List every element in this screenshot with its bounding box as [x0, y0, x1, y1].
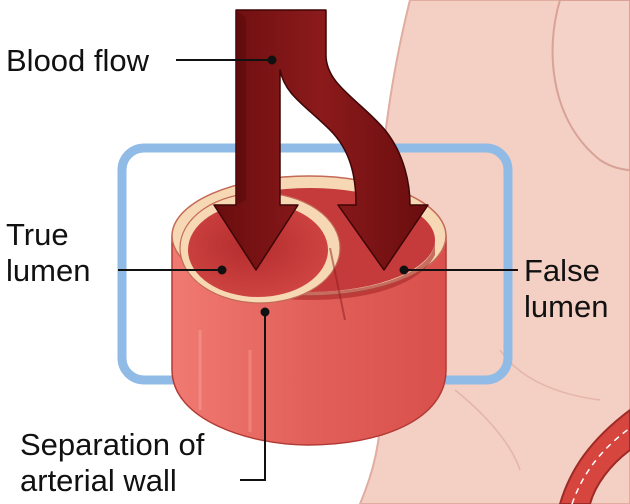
label-false-lumen-line1: False	[524, 253, 608, 289]
label-separation-line1: Separation of	[20, 427, 204, 463]
label-true-lumen-line1: True	[6, 217, 90, 253]
label-false-lumen: False lumen	[524, 253, 608, 325]
label-true-lumen: True lumen	[6, 217, 90, 289]
label-true-lumen-line2: lumen	[6, 253, 90, 289]
label-separation-arterial-wall: Separation of arterial wall	[20, 427, 204, 499]
label-blood-flow-text: Blood flow	[6, 43, 149, 79]
label-false-lumen-line2: lumen	[524, 289, 608, 325]
label-blood-flow: Blood flow	[6, 43, 149, 79]
label-separation-line2: arterial wall	[20, 463, 204, 499]
